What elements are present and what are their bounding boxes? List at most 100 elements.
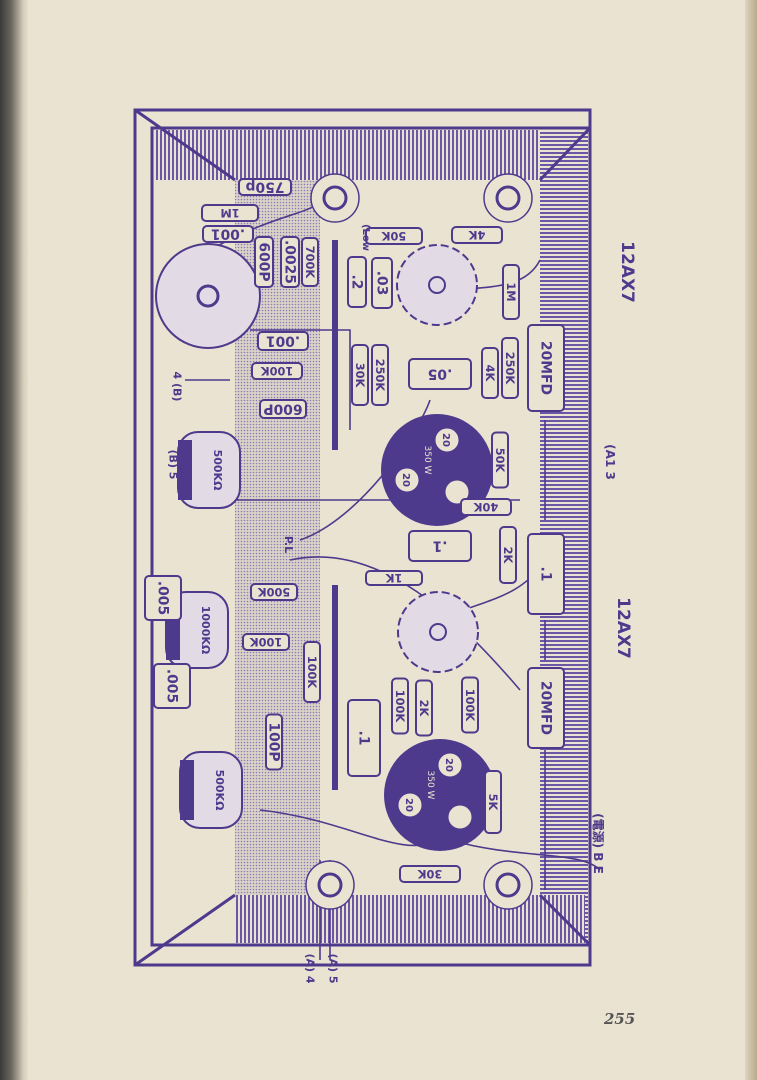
capacitor-component: 600P <box>259 399 307 419</box>
electrolytic-component: 20MFD <box>527 667 565 749</box>
resistor-component: 100K <box>461 676 479 734</box>
resistor-component: 30K <box>399 865 461 883</box>
component-value-label: .1 <box>537 567 553 582</box>
component-value-label: 250K <box>503 352 517 386</box>
component-value-label: 100K <box>393 690 407 724</box>
tube-pin-label: 20 <box>403 798 414 812</box>
resistor-component: 700K <box>301 237 319 287</box>
component-value-label: 1K <box>384 571 402 585</box>
resistor-component: 2K <box>499 526 517 584</box>
component-value-label: 30K <box>417 867 443 881</box>
mounting-hole <box>305 860 355 910</box>
resistor-component: 1M <box>201 204 259 222</box>
component-value-label: 600P <box>263 400 302 416</box>
component-value-label: 100K <box>249 635 283 649</box>
tube-pin-label: 20 <box>400 473 411 487</box>
resistor-component: 250K <box>371 344 389 406</box>
component-value-label: 500K <box>257 585 291 599</box>
pilot-lamp-label: P.L <box>282 535 296 554</box>
book-binding <box>0 0 28 1080</box>
resistor-component: 40K <box>460 498 512 516</box>
component-value-label: 100P <box>265 722 281 761</box>
resistor-component: 100K <box>303 641 321 703</box>
component-value-label: .1 <box>433 537 448 553</box>
tube-label-upper: 12AX7 <box>616 241 637 303</box>
chassis-bottom-wall <box>235 895 585 943</box>
capacitor-component: 600P <box>254 236 274 288</box>
chassis-top-wall <box>155 130 585 180</box>
terminal-power-be: (電源) B E <box>590 813 605 874</box>
component-value-label: .001 <box>211 225 245 241</box>
component-value-label: .2 <box>348 275 364 290</box>
component-value-label: .0025 <box>281 240 297 284</box>
electrolytic-component: 20MFD <box>527 324 565 412</box>
component-value-label: 2K <box>501 547 515 565</box>
component-value-label: 2K <box>417 700 431 718</box>
potentiometer[interactable]: 500KΩ <box>179 751 243 829</box>
component-value-label: 50K <box>381 229 407 243</box>
resistor-component: 50K <box>491 431 509 489</box>
component-value-label: 50K <box>493 448 507 474</box>
mounting-hole <box>483 173 533 223</box>
pot-label: 1000KΩ <box>199 606 212 655</box>
capacitor-component: .001 <box>257 331 309 351</box>
resistor-component: 5K <box>484 770 502 834</box>
component-value-label: 1M <box>220 206 239 220</box>
resistor-component: 30K <box>351 344 369 406</box>
terminal-a-4: (A) 4 <box>303 953 317 984</box>
resistor-component: 4K <box>481 347 499 399</box>
capacitor-component: .1 <box>408 530 472 562</box>
tube-pin-label: 20 <box>440 433 451 447</box>
capacitor-component: .05 <box>408 358 472 390</box>
capacitor-component: .1 <box>527 533 565 615</box>
terminal-b-5: (B) 5 <box>166 449 180 480</box>
resistor-component: 100K <box>251 362 303 380</box>
component-value-label: 100K <box>260 364 294 378</box>
component-value-label: 600P <box>255 242 271 281</box>
capacitor-component: .0025 <box>280 236 300 288</box>
tube-label-lower: 12AX7 <box>612 597 633 659</box>
capacitor-component: .005 <box>153 663 191 709</box>
component-value-label: 4K <box>467 228 485 242</box>
resistor-component: 1K <box>365 570 423 586</box>
page-edge <box>745 0 757 1080</box>
tube-socket-12ax7 <box>397 591 479 673</box>
component-value-label: .1 <box>355 731 371 746</box>
pot-label: 500KΩ <box>213 770 226 811</box>
resistor-component: 100K <box>242 633 290 651</box>
resistor-component: 50K <box>365 227 423 245</box>
low-label: (Low <box>360 223 372 252</box>
component-value-label: 30K <box>353 363 367 389</box>
component-value-label: .005 <box>163 669 179 703</box>
resistor-component: 500K <box>250 583 298 601</box>
tube-pin-label: 20 <box>443 758 454 772</box>
capacitor-component: .001 <box>202 225 254 243</box>
component-value-label: 100K <box>305 656 319 690</box>
component-value-label: 250K <box>373 359 387 393</box>
potentiometer[interactable]: 500KΩ <box>177 431 241 509</box>
capacitor-component: .03 <box>371 257 393 309</box>
tube-rating-label: 350 W <box>422 446 432 475</box>
tube-socket-12ax7 <box>396 244 478 326</box>
mounting-hole <box>483 860 533 910</box>
component-value-label: 4K <box>483 365 497 383</box>
terminal-b-4: 4 (B) <box>170 371 184 402</box>
capacitor-component: .1 <box>347 699 381 777</box>
capacitor-component: 100P <box>265 713 283 771</box>
resistor-component: 4K <box>451 226 503 244</box>
component-value-label: .005 <box>154 581 170 615</box>
component-value-label: 20MFD <box>537 341 553 395</box>
resistor-component: 2K <box>415 679 433 737</box>
resistor-component: 100K <box>391 677 409 735</box>
capacitor-component: 750p <box>238 178 292 196</box>
capacitor-component: .2 <box>347 256 367 308</box>
terminal-a-5: (A) 5 <box>326 953 340 984</box>
component-value-label: 750p <box>245 178 284 194</box>
octal-socket <box>155 243 261 349</box>
component-value-label: 20MFD <box>537 681 553 735</box>
mounting-hole <box>310 173 360 223</box>
pot-label: 500KΩ <box>211 450 224 491</box>
component-value-label: 100K <box>463 689 477 723</box>
